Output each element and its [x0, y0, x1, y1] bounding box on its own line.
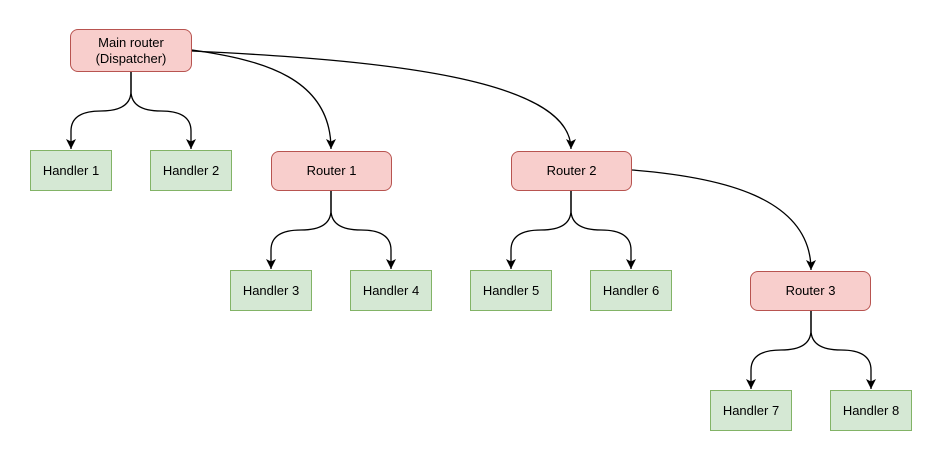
edge-router1-to-handler4: [330, 191, 396, 269]
node-handler-7: Handler 7: [710, 390, 792, 431]
node-router-3: Router 3: [750, 271, 871, 311]
node-handler-5: Handler 5: [470, 270, 552, 311]
node-handler-7-label: Handler 7: [722, 402, 780, 418]
node-main-router-label: Main router (Dispatcher): [96, 35, 167, 67]
node-handler-4: Handler 4: [350, 270, 432, 311]
edge-main-to-router2: [191, 50, 576, 150]
edge-router2-to-handler5: [506, 191, 572, 269]
node-handler-1-label: Handler 1: [42, 162, 100, 178]
node-handler-2: Handler 2: [150, 150, 232, 191]
main-router-line2: (Dispatcher): [95, 50, 167, 66]
edge-router2-to-router3: [631, 169, 816, 271]
edge-router1-to-handler3: [266, 191, 332, 269]
node-handler-6-label: Handler 6: [602, 282, 660, 298]
node-handler-4-label: Handler 4: [362, 282, 420, 298]
node-handler-1: Handler 1: [30, 150, 112, 191]
node-router-1: Router 1: [271, 151, 392, 191]
node-handler-6: Handler 6: [590, 270, 672, 311]
edge-main-to-handler1: [66, 72, 132, 149]
main-router-line1: Main router: [98, 34, 164, 50]
node-router-2: Router 2: [511, 151, 632, 191]
node-handler-5-label: Handler 5: [482, 282, 540, 298]
node-router-3-label: Router 3: [785, 283, 836, 298]
node-router-2-label: Router 2: [546, 163, 597, 178]
edge-main-to-router1: [191, 49, 336, 150]
node-handler-8-label: Handler 8: [842, 402, 900, 418]
node-router-1-label: Router 1: [306, 163, 357, 178]
edge-main-to-handler2: [130, 72, 196, 149]
node-handler-3-label: Handler 3: [242, 282, 300, 298]
node-handler-8: Handler 8: [830, 390, 912, 431]
node-handler-2-label: Handler 2: [162, 162, 220, 178]
node-handler-3: Handler 3: [230, 270, 312, 311]
node-main-router: Main router (Dispatcher): [70, 29, 192, 72]
edge-router3-to-handler7: [746, 311, 812, 389]
edge-router2-to-handler6: [570, 191, 636, 269]
edge-router3-to-handler8: [810, 311, 876, 389]
